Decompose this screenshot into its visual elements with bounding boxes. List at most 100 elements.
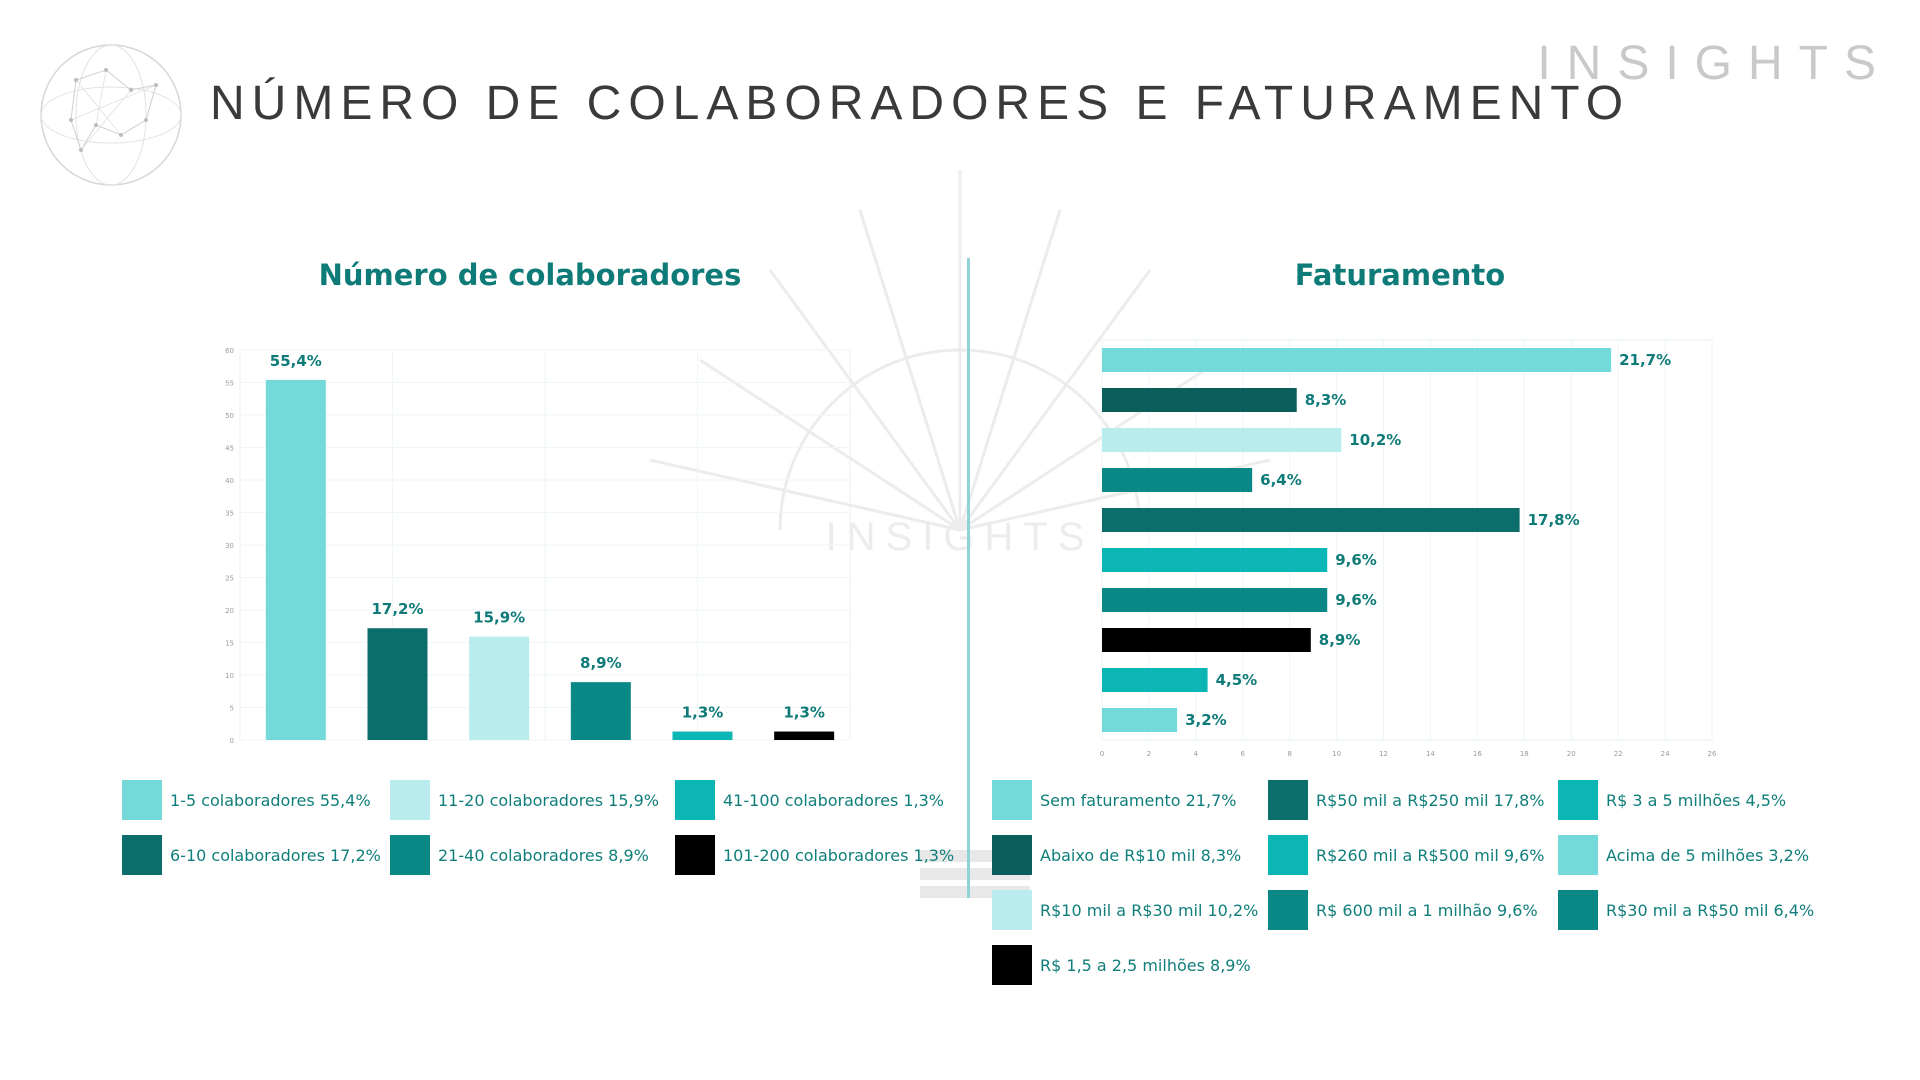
legend-item: 11-20 colaboradores 15,9%	[390, 780, 659, 820]
legend-label: R$50 mil a R$250 mil 17,8%	[1316, 790, 1545, 810]
bar	[265, 379, 326, 740]
data-label: 1,3%	[682, 704, 724, 722]
bar	[367, 628, 428, 740]
bar	[774, 731, 835, 740]
legend-item: Abaixo de R$10 mil 8,3%	[992, 835, 1241, 875]
x-tick-label: 22	[1614, 750, 1623, 758]
x-tick-label: 8	[1287, 750, 1291, 758]
data-label: 10,2%	[1349, 431, 1401, 449]
x-tick-label: 20	[1567, 750, 1576, 758]
bar	[1102, 428, 1342, 452]
legend-item: R$50 mil a R$250 mil 17,8%	[1268, 780, 1545, 820]
legend-label: 41-100 colaboradores 1,3%	[723, 790, 945, 810]
x-tick-label: 4	[1194, 750, 1199, 758]
y-tick-label: 45	[225, 445, 234, 453]
legend-label: 6-10 colaboradores 17,2%	[170, 845, 381, 865]
y-tick-label: 50	[225, 412, 234, 420]
bar	[1102, 348, 1612, 372]
legend-swatch	[1558, 780, 1598, 820]
globe-logo-icon	[40, 44, 182, 186]
x-tick-label: 12	[1379, 750, 1388, 758]
employees-chart-title: Número de colaboradores	[318, 258, 742, 292]
legend-label: 21-40 colaboradores 8,9%	[438, 845, 649, 865]
x-tick-label: 0	[1100, 750, 1104, 758]
legend-swatch	[1558, 835, 1598, 875]
svg-text:INSIGHTS: INSIGHTS	[826, 515, 1095, 559]
x-tick-label: 2	[1147, 750, 1151, 758]
y-tick-label: 60	[225, 347, 234, 355]
x-tick-label: 24	[1661, 750, 1670, 758]
legend-swatch	[1268, 780, 1308, 820]
bar	[1102, 388, 1297, 412]
legend-item: R$ 1,5 a 2,5 milhões 8,9%	[992, 945, 1251, 985]
data-label: 8,3%	[1305, 391, 1347, 409]
legend-swatch	[122, 780, 162, 820]
bar	[1102, 548, 1328, 572]
legend-item: R$ 600 mil a 1 milhão 9,6%	[1268, 890, 1538, 930]
legend-label: Sem faturamento 21,7%	[1040, 790, 1237, 810]
legend-swatch	[675, 780, 715, 820]
x-tick-label: 6	[1241, 750, 1246, 758]
chart-divider	[967, 258, 970, 898]
bar	[570, 682, 631, 740]
y-tick-label: 25	[225, 575, 234, 583]
bar	[1102, 588, 1328, 612]
legend-item: R$10 mil a R$30 mil 10,2%	[992, 890, 1258, 930]
data-label: 6,4%	[1260, 471, 1302, 489]
legend-label: R$ 1,5 a 2,5 milhões 8,9%	[1040, 955, 1251, 975]
y-tick-label: 40	[225, 477, 234, 485]
bar	[1102, 508, 1520, 532]
legend-label: Acima de 5 milhões 3,2%	[1606, 845, 1810, 865]
data-label: 8,9%	[580, 654, 622, 672]
bar	[1102, 468, 1253, 492]
brand-wordmark: INSIGHTS	[1537, 37, 1892, 90]
legend-swatch	[992, 890, 1032, 930]
y-tick-label: 5	[230, 705, 234, 713]
legend-label: 11-20 colaboradores 15,9%	[438, 790, 660, 810]
legend-swatch	[122, 835, 162, 875]
employees-bar-chart: 05101520253035404550556055,4%17,2%15,9%8…	[225, 347, 851, 745]
legend-swatch	[390, 780, 430, 820]
legend-swatch	[992, 945, 1032, 985]
y-tick-label: 55	[225, 380, 234, 388]
legend-label: Abaixo de R$10 mil 8,3%	[1040, 845, 1242, 865]
legend-item: R$260 mil a R$500 mil 9,6%	[1268, 835, 1545, 875]
data-label: 1,3%	[783, 704, 825, 722]
bar	[469, 636, 530, 740]
data-label: 4,5%	[1216, 671, 1258, 689]
legend-swatch	[992, 780, 1032, 820]
x-tick-label: 18	[1520, 750, 1529, 758]
y-tick-label: 0	[230, 737, 234, 745]
legend-swatch	[390, 835, 430, 875]
legend-swatch	[992, 835, 1032, 875]
legend-item: 6-10 colaboradores 17,2%	[122, 835, 381, 875]
legend-item: Acima de 5 milhões 3,2%	[1558, 835, 1809, 875]
y-tick-label: 30	[225, 542, 234, 550]
legend-label: R$30 mil a R$50 mil 6,4%	[1606, 900, 1815, 920]
legend-item: 101-200 colaboradores 1,3%	[675, 835, 954, 875]
data-label: 9,6%	[1335, 591, 1377, 609]
y-tick-label: 35	[225, 510, 234, 518]
y-tick-label: 10	[225, 672, 234, 680]
legend-label: R$10 mil a R$30 mil 10,2%	[1040, 900, 1259, 920]
x-tick-label: 26	[1708, 750, 1717, 758]
legend-swatch	[1558, 890, 1598, 930]
data-label: 55,4%	[270, 352, 322, 370]
legend-item: 1-5 colaboradores 55,4%	[122, 780, 371, 820]
legend-label: 1-5 colaboradores 55,4%	[170, 790, 371, 810]
x-tick-label: 14	[1426, 750, 1435, 758]
legend-item: Sem faturamento 21,7%	[992, 780, 1236, 820]
legend-label: R$260 mil a R$500 mil 9,6%	[1316, 845, 1545, 865]
x-tick-label: 16	[1473, 750, 1482, 758]
data-label: 15,9%	[473, 609, 525, 627]
data-label: 17,2%	[371, 600, 423, 618]
data-label: 21,7%	[1619, 351, 1671, 369]
legend-item: 21-40 colaboradores 8,9%	[390, 835, 649, 875]
legend-swatch	[675, 835, 715, 875]
legend-label: R$ 600 mil a 1 milhão 9,6%	[1316, 900, 1538, 920]
data-label: 8,9%	[1319, 631, 1361, 649]
x-tick-label: 10	[1332, 750, 1341, 758]
legend-label: 101-200 colaboradores 1,3%	[723, 845, 955, 865]
revenue-chart-title: Faturamento	[1294, 258, 1506, 292]
